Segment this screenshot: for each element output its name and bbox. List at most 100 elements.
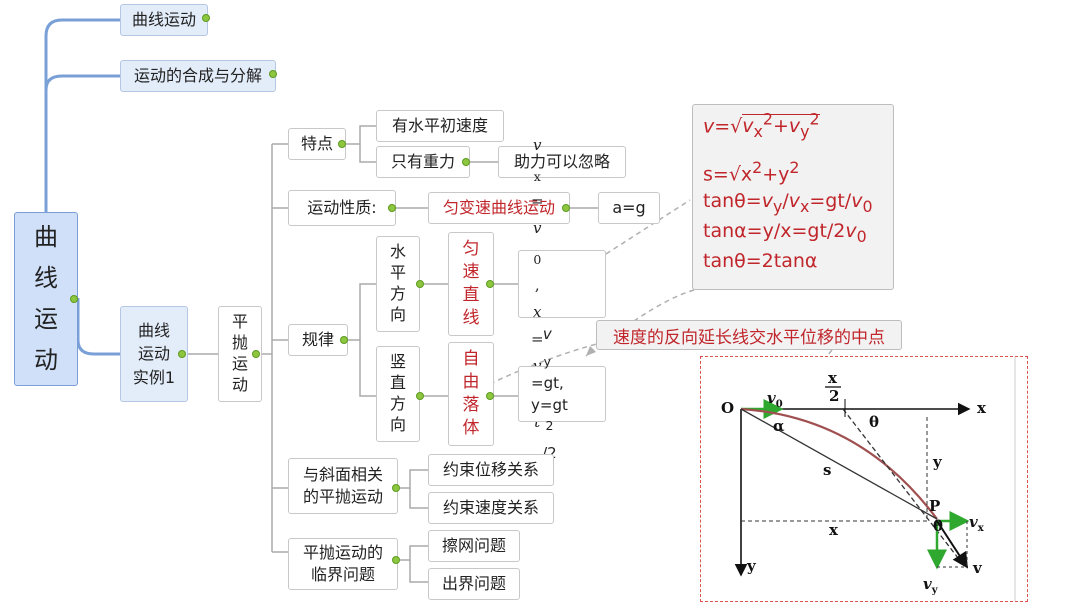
char: 动 xyxy=(231,374,248,394)
horizontal-equations-node[interactable]: vx = v0, x = v0t xyxy=(518,136,606,431)
char: 平 xyxy=(389,263,406,283)
collapse-toggle[interactable] xyxy=(338,140,346,148)
node-label-line: 与斜面相关 xyxy=(302,465,383,485)
critical-problem-node[interactable]: 平抛运动的 临界问题 xyxy=(288,538,398,590)
node-label-line: 平抛运动的 xyxy=(302,543,383,563)
char: 向 xyxy=(389,304,406,324)
feature-gravity-only[interactable]: 只有重力 xyxy=(376,146,470,178)
char: 抛 xyxy=(231,333,248,353)
char: 水 xyxy=(389,242,406,262)
horizontal-direction-node[interactable]: 水 平 方 向 xyxy=(376,236,420,332)
collapse-toggle[interactable] xyxy=(252,350,260,358)
root-collapse-toggle[interactable] xyxy=(70,295,78,303)
label-x-axis: x xyxy=(977,399,986,417)
vertical-direction-node[interactable]: 竖 直 方 向 xyxy=(376,346,420,442)
collapse-toggle[interactable] xyxy=(392,484,400,492)
motion-nature-node[interactable]: 运动性质: xyxy=(288,190,396,226)
collapse-toggle[interactable] xyxy=(340,336,348,344)
label-x-bottom: x xyxy=(829,521,838,539)
trajectory-curve xyxy=(740,407,938,520)
constraint-velocity-node[interactable]: 约束速度关系 xyxy=(428,492,554,524)
formula-box[interactable]: v=√vx2+vy2 s=√x2+y2 tanθ=vy/vx=gt/v0 tan… xyxy=(692,104,894,290)
label-point-p: P xyxy=(929,497,941,515)
note-resistance-ignored[interactable]: 助力可以忽略 xyxy=(498,146,626,178)
label-vy: vy xyxy=(923,575,938,596)
incline-projectile-node[interactable]: 与斜面相关 的平抛运动 xyxy=(288,458,398,514)
node-label: 只有重力 xyxy=(390,152,455,172)
collapse-toggle[interactable] xyxy=(562,204,570,212)
diagram-drawing xyxy=(734,357,1016,601)
callout-text: 速度的反向延长线交水平位移的中点 xyxy=(613,327,885,348)
char: 方 xyxy=(389,284,406,303)
root-char: 运 xyxy=(34,305,58,333)
label-half-x-bottom: 2 xyxy=(829,387,840,405)
label-v0: v0 xyxy=(767,389,783,410)
char: 线 xyxy=(462,307,480,328)
out-of-bounds-node[interactable]: 出界问题 xyxy=(428,568,520,600)
label-half-x-top: x xyxy=(828,369,837,387)
collapse-toggle[interactable] xyxy=(416,280,424,288)
projectile-diagram: O v0 x 2 θ x α y s P θ vx x y vy v xyxy=(700,356,1028,602)
vertical-equations-node[interactable]: vy=gt, y=gt2/2 xyxy=(518,325,606,462)
collapse-toggle[interactable] xyxy=(416,392,424,400)
branch-label-line: 曲线 xyxy=(137,321,170,341)
uniform-accel-curve-node[interactable]: 匀变速曲线运动 xyxy=(428,192,570,224)
formula-tan-relation: tanθ=2tanα xyxy=(703,250,818,273)
root-char: 动 xyxy=(34,345,58,374)
features-node[interactable]: 特点 xyxy=(288,128,346,160)
branch-motion-composition[interactable]: 运动的合成与分解 xyxy=(120,60,276,92)
char: 直 xyxy=(462,285,480,305)
node-label: 擦网问题 xyxy=(441,536,506,556)
projectile-motion-node[interactable]: 平 抛 运 动 xyxy=(218,306,262,402)
formula-tan-theta: tanθ=vy/vx=gt/v0 xyxy=(703,190,873,216)
node-label: 匀变速曲线运动 xyxy=(442,198,555,218)
collapse-toggle[interactable] xyxy=(178,350,186,358)
node-label: 运动性质: xyxy=(307,198,377,218)
label-origin: O xyxy=(721,399,735,417)
displacement-line xyxy=(740,408,938,520)
root-char: 线 xyxy=(34,264,58,293)
accel-equals-g-node[interactable]: a=g xyxy=(598,192,660,224)
collapse-toggle[interactable] xyxy=(486,280,494,288)
formula-displacement: s=√x2+y2 xyxy=(703,158,800,186)
node-label: 出界问题 xyxy=(441,574,506,594)
feature-initial-velocity[interactable]: 有水平初速度 xyxy=(376,110,504,142)
collapse-toggle[interactable] xyxy=(486,392,494,400)
branch-example-1[interactable]: 曲线 运动 实例1 xyxy=(120,306,188,402)
branch-label: 运动的合成与分解 xyxy=(133,66,262,86)
label-theta-p: θ xyxy=(933,517,944,535)
char: 方 xyxy=(389,394,406,413)
laws-node[interactable]: 规律 xyxy=(288,324,348,356)
collapse-toggle[interactable] xyxy=(462,158,470,166)
expand-toggle[interactable] xyxy=(269,70,277,78)
branch-label: 曲线运动 xyxy=(131,10,196,30)
branch-label-line: 运动 xyxy=(137,344,170,364)
char: 直 xyxy=(389,373,406,393)
root-node[interactable]: 曲 线 运 动 xyxy=(14,212,78,386)
node-label-line: 的平抛运动 xyxy=(302,487,383,506)
char: 向 xyxy=(389,414,406,434)
char: 速 xyxy=(462,262,480,283)
node-label: 助力可以忽略 xyxy=(513,152,610,172)
char: 竖 xyxy=(389,352,406,372)
label-vx: vx xyxy=(969,513,984,534)
collapse-toggle[interactable] xyxy=(392,556,400,564)
label-v: v xyxy=(973,559,982,577)
constraint-displacement-node[interactable]: 约束位移关系 xyxy=(428,454,554,486)
expand-toggle[interactable] xyxy=(202,14,210,22)
char: 体 xyxy=(462,417,480,438)
root-char: 曲 xyxy=(34,223,58,252)
midpoint-callout[interactable]: 速度的反向延长线交水平位移的中点 xyxy=(596,320,902,350)
label-y-axis: y xyxy=(747,557,756,575)
net-grazing-node[interactable]: 擦网问题 xyxy=(428,530,520,562)
branch-curve-motion[interactable]: 曲线运动 xyxy=(120,4,208,36)
formula-tan-alpha: tanα=y/x=gt/2v0 xyxy=(703,220,867,246)
char: 由 xyxy=(462,372,480,393)
char: 自 xyxy=(462,349,480,370)
node-label: a=g xyxy=(612,198,646,218)
char: 运 xyxy=(231,354,248,373)
collapse-toggle[interactable] xyxy=(388,204,396,212)
